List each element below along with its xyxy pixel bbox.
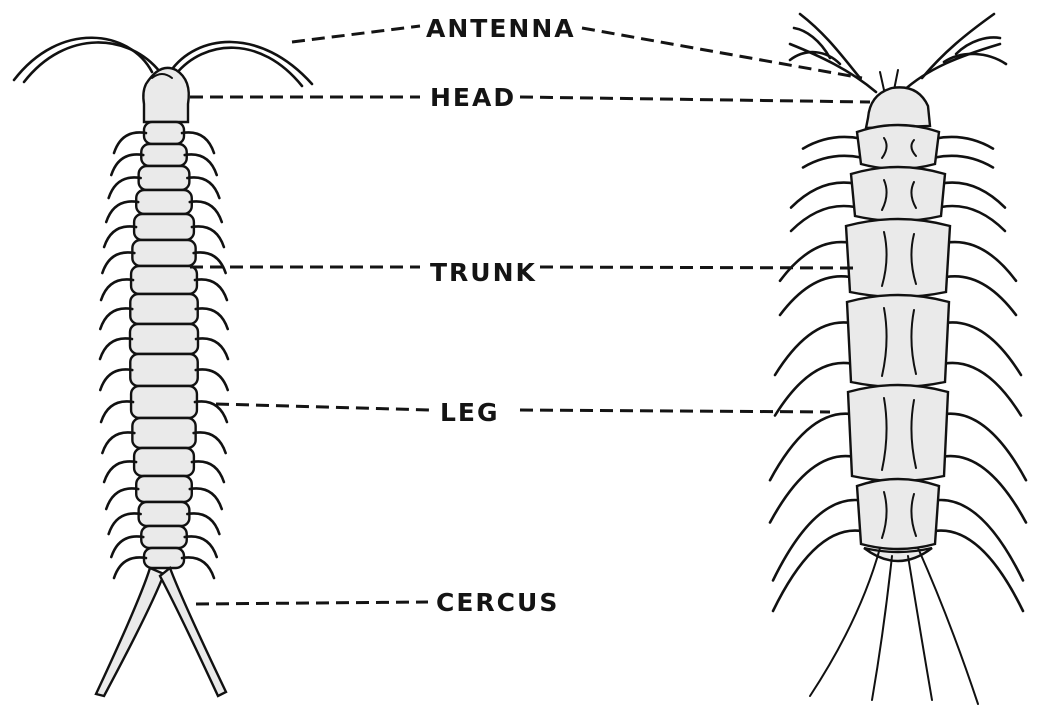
head-leader-right	[520, 97, 870, 102]
right-leg	[803, 156, 861, 168]
left-leg	[104, 226, 136, 247]
right-leg	[935, 156, 993, 168]
left-leg	[101, 401, 133, 422]
left-leg	[196, 369, 228, 390]
antenna-leader-left	[292, 26, 420, 42]
right-leg	[775, 363, 851, 416]
left-leg	[111, 536, 143, 557]
left-leg	[102, 432, 134, 453]
right-antennae	[790, 14, 1006, 92]
left-trunk-segment	[131, 386, 197, 418]
right-trunk-segment	[857, 125, 939, 169]
left-leg	[194, 432, 226, 453]
right-leg	[775, 322, 851, 375]
labels: ANTENNA HEAD TRUNK LEG CERCUS	[426, 14, 576, 617]
cercus-leader	[196, 602, 428, 604]
right-leg	[780, 276, 850, 315]
right-trunk-segment	[847, 295, 949, 387]
left-trunk-segment	[141, 144, 186, 166]
left-trunk-segment	[141, 526, 186, 548]
left-trunk-segment	[136, 476, 192, 502]
left-head	[143, 68, 188, 122]
left-trunk-segment	[144, 122, 184, 144]
right-trunk-segment	[857, 479, 939, 549]
right-trunk-segment	[851, 167, 945, 221]
left-leg	[102, 252, 134, 273]
right-leg	[803, 137, 861, 149]
right-leg	[780, 242, 850, 281]
right-trunk-segment	[846, 219, 950, 297]
left-leg	[106, 488, 138, 509]
left-leg	[100, 369, 132, 390]
left-leg	[100, 338, 132, 359]
right-head	[866, 87, 930, 128]
left-leg	[194, 252, 226, 273]
right-leg	[791, 183, 855, 208]
right-leg	[773, 500, 861, 580]
left-leg	[196, 308, 228, 329]
left-leg	[192, 226, 224, 247]
left-trunk-segment	[144, 548, 184, 568]
leg-leader-left	[216, 404, 430, 410]
left-trunk-segment	[131, 266, 197, 294]
label-cercus: CERCUS	[436, 588, 559, 617]
left-trunk-segment	[136, 190, 192, 214]
right-trunk	[846, 125, 950, 561]
left-trunk-segment	[130, 324, 198, 354]
left-leg	[185, 536, 217, 557]
label-antenna: ANTENNA	[426, 14, 576, 43]
left-leg	[196, 338, 228, 359]
left-trunk-segment	[134, 214, 194, 240]
left-trunk-segment	[132, 418, 195, 448]
right-cerci	[810, 548, 978, 704]
label-head: HEAD	[430, 83, 516, 112]
left-trunk-segment	[132, 240, 195, 266]
right-leg	[946, 276, 1016, 315]
right-leg	[946, 242, 1016, 281]
left-trunk-segment	[130, 354, 197, 386]
label-leg: LEG	[440, 398, 500, 427]
trunk-leader-right	[540, 267, 860, 268]
left-trunk	[130, 122, 198, 568]
left-cerci	[96, 568, 226, 696]
left-leg	[187, 513, 219, 534]
right-leg	[944, 456, 1026, 522]
left-trunk-segment	[130, 294, 197, 324]
left-trunk-segment	[139, 166, 190, 190]
left-trunk-segment	[134, 448, 194, 476]
left-leg	[195, 279, 227, 300]
label-trunk: TRUNK	[430, 258, 537, 287]
right-leg	[945, 322, 1021, 375]
right-leg	[945, 363, 1021, 416]
left-leg	[101, 279, 133, 300]
left-leg	[182, 557, 214, 578]
leg-leader-right	[520, 410, 830, 412]
left-specimen	[14, 38, 312, 696]
right-leg	[941, 183, 1005, 208]
right-leg	[770, 456, 852, 522]
left-leg	[100, 308, 132, 329]
left-leg	[109, 513, 141, 534]
left-leg	[104, 461, 136, 482]
left-leg	[190, 488, 222, 509]
left-leg	[192, 461, 224, 482]
left-leg	[114, 557, 146, 578]
right-trunk-segment	[848, 385, 948, 481]
right-leg	[773, 531, 861, 611]
leader-lines	[190, 26, 870, 604]
right-specimen	[770, 14, 1026, 704]
right-leg	[935, 531, 1023, 611]
left-trunk-segment	[139, 502, 190, 526]
right-leg	[935, 137, 993, 149]
right-leg	[935, 500, 1023, 580]
